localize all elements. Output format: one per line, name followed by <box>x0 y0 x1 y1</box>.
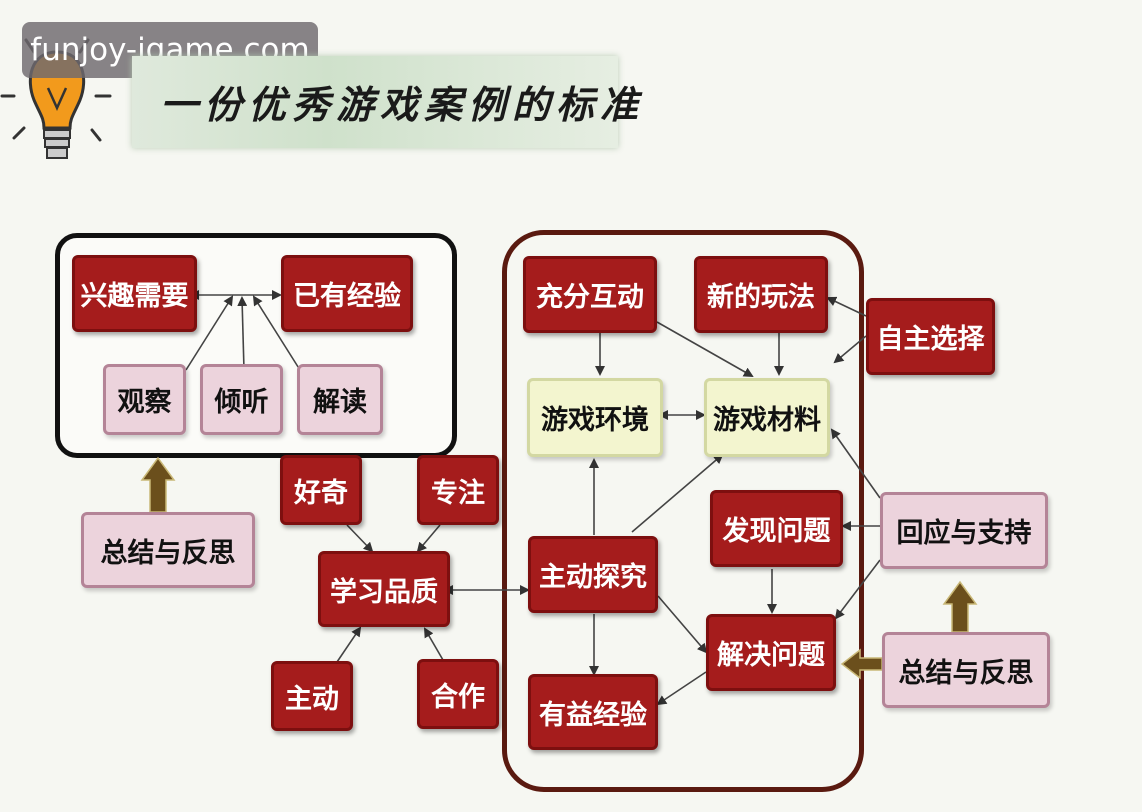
node-benefit: 有益经验 <box>528 674 658 750</box>
arrow-choice-newplay <box>826 296 867 317</box>
node-find-problem: 发现问题 <box>710 490 843 567</box>
arrow-curious <box>346 524 374 553</box>
node-interpret: 解读 <box>297 364 383 435</box>
node-listen: 倾听 <box>200 364 283 435</box>
node-summary-right: 总结与反思 <box>882 632 1050 708</box>
arrow-solve-benefit <box>656 671 707 706</box>
arrow-choice-materials <box>833 335 867 364</box>
node-cooperate: 合作 <box>417 659 499 729</box>
arrow-focus <box>416 524 441 553</box>
arrow-observe <box>185 295 234 371</box>
node-interaction: 充分互动 <box>523 256 657 333</box>
node-materials: 游戏材料 <box>704 378 830 457</box>
node-focus: 专注 <box>417 455 499 525</box>
page-title: 一份优秀游戏案例的标准 <box>160 82 645 127</box>
arrow-respond-solve <box>834 559 881 620</box>
node-explore: 主动探究 <box>528 536 658 613</box>
node-choice: 自主选择 <box>866 298 995 375</box>
arrow-cooperate <box>423 627 444 661</box>
node-curious: 好奇 <box>280 455 362 525</box>
node-experience: 已有经验 <box>281 255 413 332</box>
arrow-interaction-materials <box>656 321 754 377</box>
node-initiative: 主动 <box>271 661 353 731</box>
arrow-summary-right-left <box>840 648 883 680</box>
node-new-play: 新的玩法 <box>694 256 828 333</box>
arrow-initiative <box>336 626 362 663</box>
node-solve: 解决问题 <box>706 614 836 691</box>
arrow-explore-solve <box>657 595 708 654</box>
arrow-explore-materials <box>631 453 724 533</box>
node-respond: 回应与支持 <box>880 492 1048 569</box>
arrow-summary-left-up <box>140 456 176 513</box>
node-summary-left: 总结与反思 <box>81 512 255 588</box>
node-environment: 游戏环境 <box>527 378 663 457</box>
arrow-interpret <box>252 295 301 371</box>
node-observe: 观察 <box>103 364 186 435</box>
arrow-respond-materials <box>830 428 881 499</box>
title-banner <box>132 56 618 148</box>
node-interest: 兴趣需要 <box>72 255 197 332</box>
arrow-listen <box>237 296 248 371</box>
arrow-summary-right-up <box>942 580 978 633</box>
node-learning: 学习品质 <box>318 551 450 627</box>
right-group-frame <box>502 230 864 792</box>
